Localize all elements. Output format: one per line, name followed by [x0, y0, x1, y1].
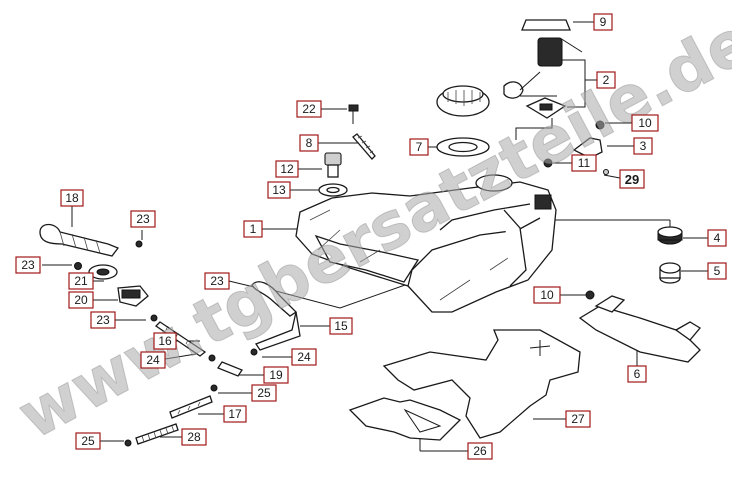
callout-23-c: 23 — [90, 311, 116, 329]
svg-text:23: 23 — [96, 313, 110, 327]
svg-text:9: 9 — [600, 15, 607, 29]
svg-text:22: 22 — [302, 102, 316, 116]
callout-2: 2 — [596, 71, 616, 89]
svg-text:13: 13 — [272, 183, 286, 197]
watermark-text: www.tgbersatzteile.de — [7, 4, 732, 454]
svg-text:18: 18 — [65, 191, 79, 205]
callout-23-b: 23 — [130, 210, 156, 228]
svg-text:11: 11 — [578, 156, 591, 170]
callout-6: 6 — [627, 365, 647, 383]
callout-24-a: 24 — [291, 348, 317, 366]
svg-text:4: 4 — [714, 231, 721, 245]
svg-text:1: 1 — [250, 222, 257, 236]
svg-text:23: 23 — [210, 274, 224, 288]
callout-28: 28 — [181, 428, 207, 446]
svg-text:2: 2 — [603, 73, 610, 87]
svg-text:6: 6 — [634, 367, 641, 381]
fuel-cap — [436, 85, 490, 157]
fuel-tank — [295, 174, 557, 313]
fuel-pump-assembly — [503, 19, 583, 119]
svg-text:29: 29 — [625, 172, 639, 187]
callout-7: 7 — [409, 138, 429, 156]
callout-10-top: 10 — [631, 114, 659, 132]
callout-22: 22 — [296, 100, 322, 118]
part-29 — [602, 168, 610, 176]
callout-13: 13 — [267, 181, 291, 199]
fuel-hoses — [39, 223, 301, 447]
svg-text:5: 5 — [714, 264, 721, 278]
callout-23-d: 23 — [204, 272, 230, 290]
svg-text:26: 26 — [473, 444, 487, 458]
svg-text:24: 24 — [297, 350, 311, 364]
screw-11 — [543, 158, 553, 168]
callout-12: 12 — [275, 160, 299, 178]
callout-1: 1 — [243, 220, 263, 238]
svg-text:7: 7 — [416, 140, 423, 154]
svg-text:25: 25 — [81, 434, 95, 448]
callout-5: 5 — [707, 262, 727, 280]
callout-8: 8 — [299, 134, 319, 152]
svg-text:19: 19 — [269, 368, 283, 382]
svg-text:15: 15 — [334, 319, 348, 333]
callout-4: 4 — [707, 229, 727, 247]
callout-9: 9 — [593, 13, 613, 31]
callout-17: 17 — [223, 405, 247, 423]
callout-29: 29 — [619, 169, 645, 189]
svg-text:17: 17 — [228, 407, 242, 421]
svg-text:27: 27 — [571, 412, 585, 426]
svg-text:25: 25 — [257, 386, 271, 400]
mounting-bracket — [578, 290, 701, 363]
floor-mats — [348, 329, 581, 441]
svg-text:20: 20 — [74, 293, 88, 307]
leader-lines — [42, 21, 708, 452]
svg-text:23: 23 — [21, 258, 35, 272]
callout-23-a: 23 — [15, 256, 41, 274]
screw-10-top — [595, 120, 605, 130]
svg-text:23: 23 — [136, 212, 150, 226]
callout-26: 26 — [467, 442, 493, 460]
callout-3: 3 — [633, 137, 653, 155]
svg-text:24: 24 — [146, 353, 160, 367]
callout-27: 27 — [565, 410, 591, 428]
svg-text:12: 12 — [280, 162, 294, 176]
svg-text:16: 16 — [158, 334, 172, 348]
svg-text:8: 8 — [306, 136, 313, 150]
svg-text:10: 10 — [638, 116, 652, 130]
callout-20: 20 — [68, 291, 94, 309]
callout-15: 15 — [329, 317, 353, 335]
svg-text:3: 3 — [640, 139, 647, 153]
callout-21: 21 — [68, 272, 94, 290]
callout-24-b: 24 — [140, 351, 166, 369]
svg-text:10: 10 — [540, 288, 554, 302]
callout-25-a: 25 — [251, 384, 277, 402]
callout-25-b: 25 — [75, 432, 101, 450]
callout-10-bottom: 10 — [533, 286, 561, 304]
svg-text:28: 28 — [187, 430, 201, 444]
callout-16: 16 — [153, 332, 177, 350]
svg-text:21: 21 — [74, 274, 88, 288]
rubber-mounts — [657, 226, 683, 284]
callout-11: 11 — [571, 154, 597, 172]
fasteners-left — [318, 104, 376, 197]
callout-19: 19 — [263, 366, 289, 384]
callout-18: 18 — [60, 189, 84, 207]
